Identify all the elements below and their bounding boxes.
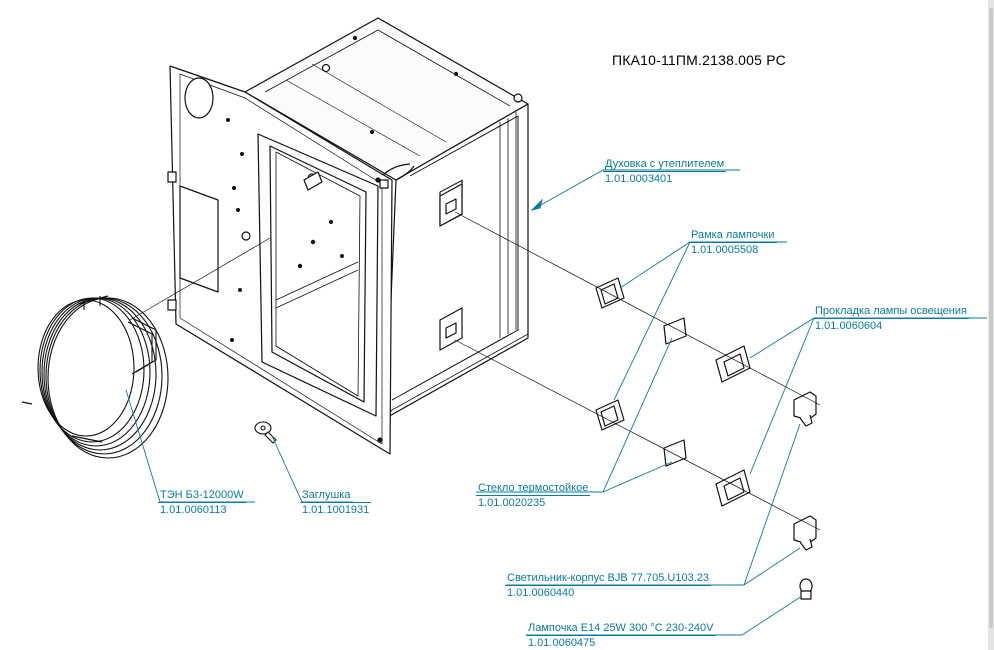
- callout-oven-name: Духовка с утеплителем: [603, 158, 727, 172]
- callout-glass-code: 1.01.0020235: [478, 497, 546, 509]
- callout-plug-name: Заглушка: [300, 489, 372, 503]
- callout-gasket-name: Прокладка лампы освещения: [813, 305, 969, 319]
- plug-part: [254, 421, 277, 444]
- callout-lamp-housing-name: Светильник-корпус BJB 77.705.U103.23: [505, 572, 712, 586]
- callout-plug-code: 1.01.1001931: [302, 504, 370, 516]
- callout-glass: Стекло термостойкое 1.01.0020235: [476, 482, 591, 509]
- front-panel: [167, 65, 393, 455]
- lamp-parts: [595, 277, 817, 600]
- callout-glass-name: Стекло термостойкое: [476, 482, 591, 496]
- callout-lamp-frame-name: Рамка лампочки: [689, 229, 777, 243]
- callout-heating-element-name: ТЭН Б3-12000W: [158, 489, 246, 503]
- callout-lamp-housing-code: 1.01.0060440: [507, 587, 575, 599]
- callout-heating-element-code: 1.01.0060113: [160, 504, 227, 516]
- callout-gasket-code: 1.01.0060604: [815, 320, 883, 332]
- callout-gasket: Прокладка лампы освещения 1.01.0060604: [813, 305, 969, 332]
- callout-oven: Духовка с утеплителем 1.01.0003401: [603, 158, 727, 185]
- callout-bulb: Лампочка E14 25W 300 °C 230-240V 1.01.00…: [526, 622, 716, 649]
- callout-lamp-frame-code: 1.01.0005508: [691, 244, 759, 256]
- callout-oven-code: 1.01.0003401: [605, 173, 673, 185]
- callout-lamp-housing: Светильник-корпус BJB 77.705.U103.23 1.0…: [505, 572, 712, 599]
- oven-body: [244, 17, 529, 419]
- scrollbar-thumb[interactable]: [989, 8, 993, 628]
- callout-bulb-code: 1.01.0060475: [528, 637, 596, 649]
- heating-element-coil: [21, 295, 169, 459]
- document-code: ПКА10-11ПМ.2138.005 РС: [612, 52, 786, 68]
- callout-bulb-name: Лампочка E14 25W 300 °C 230-240V: [526, 622, 716, 636]
- callout-lamp-frame: Рамка лампочки 1.01.0005508: [689, 229, 777, 256]
- vertical-scrollbar[interactable]: [988, 0, 994, 650]
- callout-plug: Заглушка 1.01.1001931: [300, 489, 372, 516]
- callout-heating-element: ТЭН Б3-12000W 1.01.0060113: [158, 489, 246, 516]
- assembly-axes: [129, 211, 821, 531]
